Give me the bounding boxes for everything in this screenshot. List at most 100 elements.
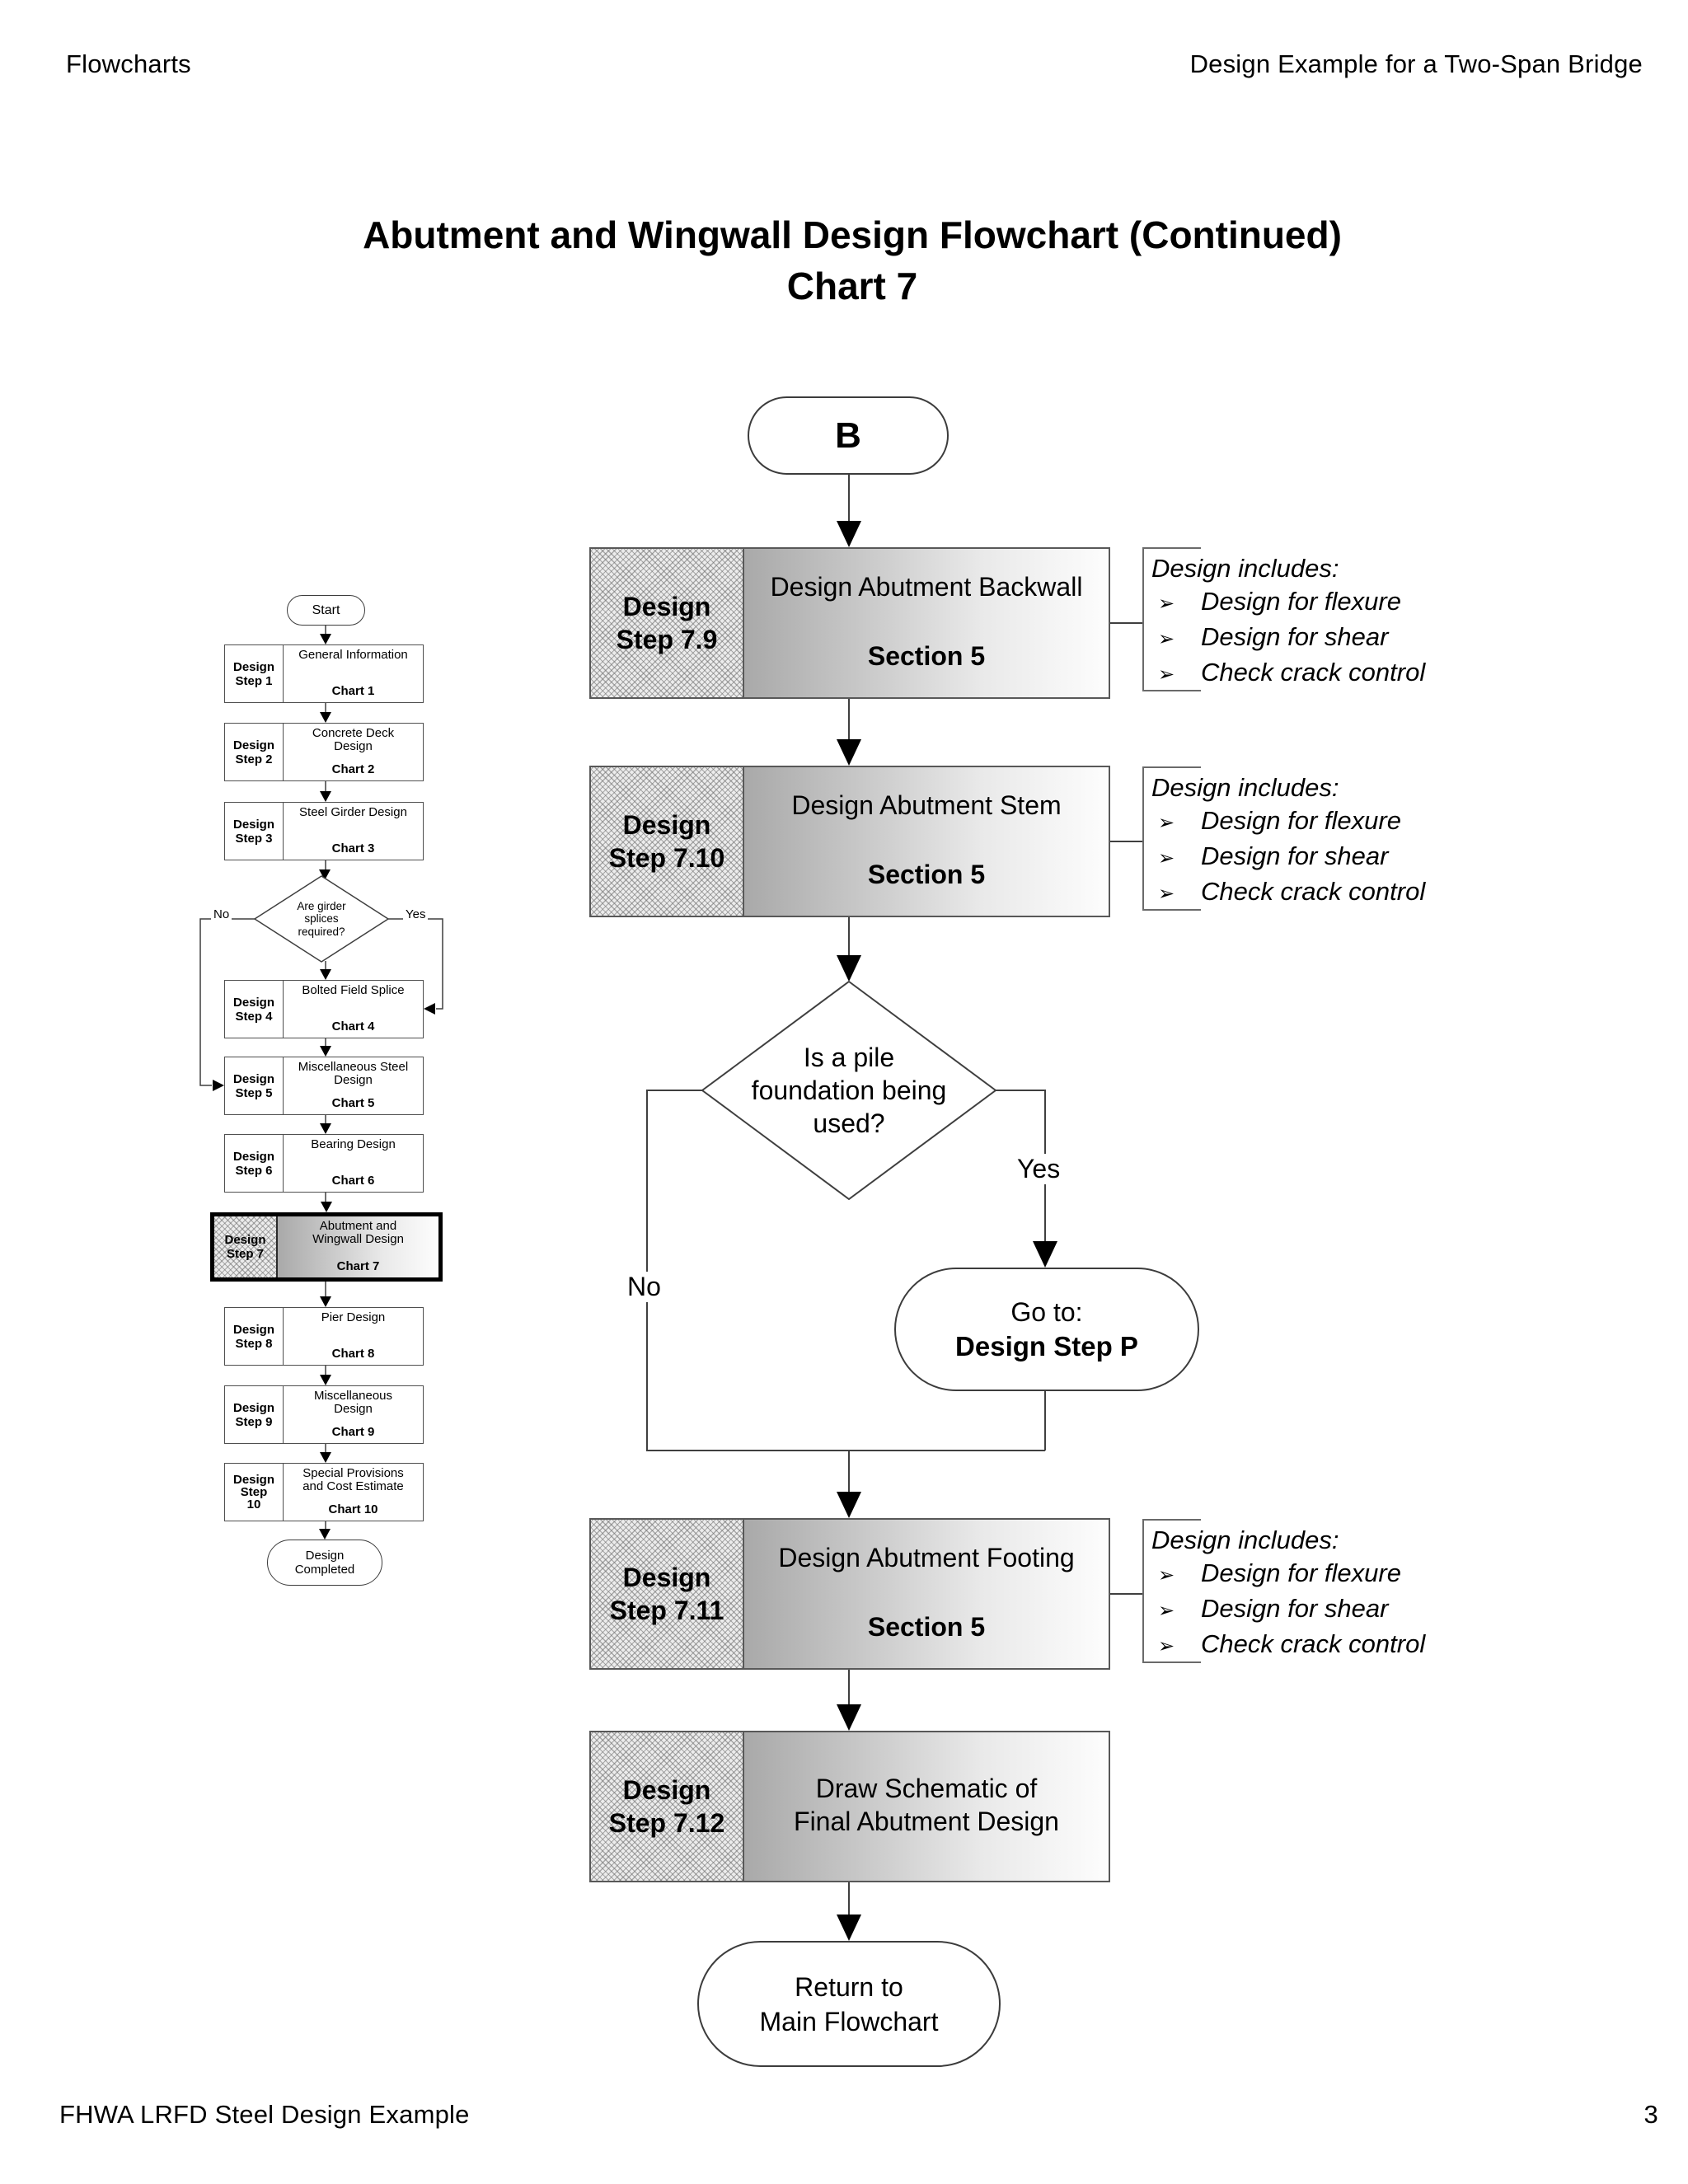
mini-step-title: Bearing Design bbox=[311, 1137, 396, 1151]
yes-label: Yes bbox=[1012, 1154, 1066, 1184]
mini-end-label: Design Completed bbox=[294, 1549, 355, 1577]
mini-step-box-7-highlighted: Design Step 7 Abutment and Wingwall Desi… bbox=[210, 1212, 443, 1282]
arrow-bullet-icon: ➢ bbox=[1158, 812, 1175, 834]
mini-step-chart: Chart 1 bbox=[331, 684, 375, 698]
step-title: Design Abutment Backwall bbox=[770, 572, 1083, 602]
note-item-text: Design for flexure bbox=[1201, 587, 1401, 616]
main-step-box-7-9: Design Step 7.9 Design Abutment Backwall… bbox=[589, 547, 1110, 699]
step-section: Section 5 bbox=[867, 1612, 986, 1642]
mini-step-chart: Chart 2 bbox=[331, 762, 375, 776]
note-7-9: Design includes: ➢ Design for flexure ➢ … bbox=[1142, 547, 1425, 691]
mini-step-title: General Information bbox=[298, 648, 408, 662]
note-7-10: Design includes: ➢ Design for flexure ➢ … bbox=[1142, 766, 1425, 911]
step-label: Design Step 7.10 bbox=[591, 767, 744, 916]
mini-step-title: Miscellaneous Steel Design bbox=[298, 1060, 409, 1087]
mini-step-label: Design Step 4 bbox=[225, 981, 284, 1038]
mini-step-chart: Chart 4 bbox=[331, 1019, 375, 1033]
mini-no-label: No bbox=[211, 907, 232, 921]
mini-step-box-9: Design Step 9 Miscellaneous Design Chart… bbox=[224, 1385, 424, 1444]
note-item: ➢ Design for flexure bbox=[1151, 1557, 1613, 1592]
note-item: ➢ Design for shear bbox=[1151, 840, 1613, 875]
mini-step-label: Design Step 10 bbox=[225, 1464, 284, 1521]
mini-step-box-2: Design Step 2 Concrete Deck Design Chart… bbox=[224, 723, 424, 781]
note-item: ➢ Check crack control bbox=[1151, 656, 1613, 691]
note-item-text: Design for shear bbox=[1201, 841, 1389, 870]
mini-step-box-6: Design Step 6 Bearing Design Chart 6 bbox=[224, 1134, 424, 1193]
arrow-bullet-icon: ➢ bbox=[1158, 628, 1175, 650]
mini-step-chart: Chart 7 bbox=[336, 1259, 380, 1273]
mini-step-label: Design Step 7 bbox=[214, 1216, 278, 1277]
mini-step-label: Design Step 3 bbox=[225, 803, 284, 860]
page-title-line2: Chart 7 bbox=[786, 265, 918, 307]
mini-step-chart: Chart 6 bbox=[331, 1174, 375, 1188]
note-7-11: Design includes: ➢ Design for flexure ➢ … bbox=[1142, 1519, 1425, 1663]
note-item-text: Design for flexure bbox=[1201, 1558, 1401, 1587]
mini-step-title: Special Provisions and Cost Estimate bbox=[302, 1466, 404, 1493]
mini-step-label: Design Step 5 bbox=[225, 1057, 284, 1114]
arrow-bullet-icon: ➢ bbox=[1158, 593, 1175, 615]
arrow-bullet-icon: ➢ bbox=[1158, 1564, 1175, 1586]
main-arrowheads bbox=[837, 521, 1057, 1941]
mini-yes-label: Yes bbox=[403, 907, 429, 921]
note-item: ➢ Design for shear bbox=[1151, 621, 1613, 656]
mini-step-title: Concrete Deck Design bbox=[312, 726, 395, 753]
note-frame bbox=[1142, 1519, 1201, 1663]
mini-start-label: Start bbox=[312, 602, 340, 617]
main-connectors bbox=[646, 475, 1142, 1915]
note-item-text: Design for shear bbox=[1201, 622, 1389, 651]
note-frame bbox=[1142, 547, 1201, 691]
mini-step-box-10: Design Step 10 Special Provisions and Co… bbox=[224, 1463, 424, 1521]
mini-step-label: Design Step 1 bbox=[225, 645, 284, 702]
mini-step-box-3: Design Step 3 Steel Girder Design Chart … bbox=[224, 802, 424, 860]
mini-step-box-1: Design Step 1 General Information Chart … bbox=[224, 644, 424, 703]
note-item: ➢ Design for flexure bbox=[1151, 585, 1613, 621]
mini-step-label: Design Step 9 bbox=[225, 1386, 284, 1443]
return-label: Return to Main Flowchart bbox=[759, 1971, 939, 2036]
step-label: Design Step 7.11 bbox=[591, 1520, 744, 1668]
note-heading: Design includes: bbox=[1151, 773, 1339, 802]
goto-terminator: Go to: Design Step P bbox=[894, 1268, 1199, 1391]
goto-line1: Go to: bbox=[1010, 1297, 1083, 1327]
return-terminator: Return to Main Flowchart bbox=[697, 1941, 1001, 2067]
note-heading: Design includes: bbox=[1151, 554, 1339, 583]
mini-step-title: Steel Girder Design bbox=[299, 805, 407, 819]
mini-step-label: Design Step 2 bbox=[225, 724, 284, 780]
main-step-box-7-12: Design Step 7.12 Draw Schematic of Final… bbox=[589, 1731, 1110, 1882]
mini-step-chart: Chart 5 bbox=[331, 1096, 375, 1110]
mini-step-label: Design Step 8 bbox=[225, 1308, 284, 1365]
no-label: No bbox=[622, 1272, 666, 1302]
arrow-bullet-icon: ➢ bbox=[1158, 1600, 1175, 1622]
note-item-text: Check crack control bbox=[1201, 1629, 1426, 1658]
goto-line2: Design Step P bbox=[955, 1331, 1138, 1361]
step-section: Section 5 bbox=[867, 641, 986, 671]
main-step-box-7-11: Design Step 7.11 Design Abutment Footing… bbox=[589, 1518, 1110, 1670]
arrow-bullet-icon: ➢ bbox=[1158, 883, 1175, 905]
note-heading: Design includes: bbox=[1151, 1526, 1339, 1554]
mini-step-title: Pier Design bbox=[321, 1310, 386, 1324]
note-item-text: Check crack control bbox=[1201, 877, 1426, 906]
note-item-text: Design for flexure bbox=[1201, 806, 1401, 835]
note-item-text: Check crack control bbox=[1201, 658, 1426, 687]
note-item: ➢ Check crack control bbox=[1151, 1628, 1613, 1663]
b-terminator: B bbox=[748, 396, 949, 475]
note-item: ➢ Design for flexure bbox=[1151, 804, 1613, 840]
mini-step-chart: Chart 9 bbox=[331, 1425, 375, 1439]
mini-step-box-5: Design Step 5 Miscellaneous Steel Design… bbox=[224, 1057, 424, 1115]
main-decision-diamond bbox=[701, 980, 997, 1201]
mini-step-title: Abutment and Wingwall Design bbox=[312, 1219, 404, 1246]
main-decision-text: Is a pile foundation being used? bbox=[751, 1043, 947, 1138]
note-item: ➢ Check crack control bbox=[1151, 875, 1613, 911]
mini-step-box-8: Design Step 8 Pier Design Chart 8 bbox=[224, 1307, 424, 1366]
step-title: Draw Schematic of Final Abutment Design bbox=[794, 1774, 1059, 1836]
mini-step-box-4: Design Step 4 Bolted Field Splice Chart … bbox=[224, 980, 424, 1038]
page-title-line1: Abutment and Wingwall Design Flowchart (… bbox=[363, 213, 1342, 256]
mini-step-chart: Chart 3 bbox=[331, 841, 375, 855]
step-section: Section 5 bbox=[867, 860, 986, 889]
step-title: Design Abutment Stem bbox=[791, 790, 1062, 820]
note-frame bbox=[1142, 766, 1201, 911]
step-label: Design Step 7.12 bbox=[591, 1732, 744, 1881]
mini-start-terminator: Start bbox=[287, 595, 365, 626]
mini-decision-text: Are girder splices required? bbox=[297, 899, 346, 938]
